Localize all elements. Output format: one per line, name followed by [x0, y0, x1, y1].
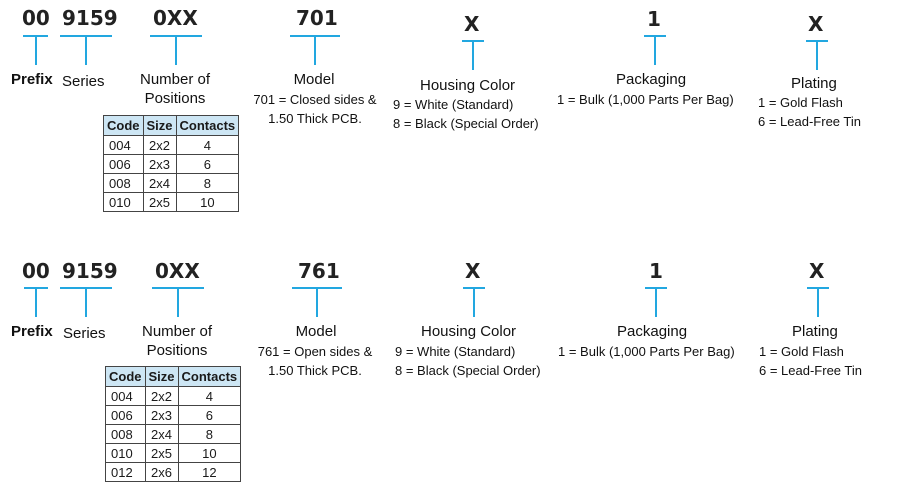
table-cell: 008: [105, 424, 146, 444]
plating-description: 1 = Gold Flash 6 = Lead-Free Tin: [758, 93, 861, 131]
model-desc-line-1: 701 = Closed sides &: [253, 92, 377, 107]
housing-label: Housing Color: [420, 77, 516, 94]
table-cell: 2x4: [144, 424, 179, 444]
table-cell: 006: [103, 154, 144, 174]
positions-code: 0XX: [153, 6, 198, 30]
table-row: 006 2x3 6: [103, 154, 240, 174]
housing-description: 9 = White (Standard) 8 = Black (Special …: [393, 95, 539, 133]
table-row: 004 2x2 4: [105, 386, 242, 406]
table-row: 010 2x5 10: [103, 192, 240, 212]
packaging-description: 1 = Bulk (1,000 Parts Per Bag): [557, 92, 734, 107]
table-cell: 4: [177, 386, 242, 406]
model-label: Model: [293, 71, 335, 88]
table-cell: 4: [175, 135, 240, 155]
table-cell: 2x5: [144, 443, 179, 463]
housing-label: Housing Color: [421, 323, 517, 340]
table-cell: 6: [175, 154, 240, 174]
model-desc-line-1: 761 = Open sides &: [257, 344, 373, 359]
positions-label-line-2: Positions: [146, 342, 208, 359]
packaging-label: Packaging: [617, 323, 688, 340]
table-row: 008 2x4 8: [103, 173, 240, 193]
positions-code: 0XX: [155, 259, 200, 283]
positions-label: Number of Positions: [125, 70, 225, 108]
packaging-description: 1 = Bulk (1,000 Parts Per Bag): [558, 344, 735, 359]
housing-desc-line-2: 8 = Black (Special Order): [393, 116, 539, 131]
packaging-label: Packaging: [616, 71, 687, 88]
table-cell: 6: [177, 405, 242, 425]
positions-label-line-1: Number of: [141, 323, 213, 340]
plating-desc-line-1: 1 = Gold Flash: [759, 344, 844, 359]
packaging-code: 1: [647, 7, 661, 31]
table-cell: 2x4: [142, 173, 177, 193]
prefix-label: Prefix: [11, 71, 53, 88]
positions-table: Code Size Contacts 004 2x2 4 006 2x3 6 0…: [105, 366, 242, 482]
table-header: Contacts: [177, 366, 242, 387]
series-code: 9159: [62, 259, 118, 283]
table-cell: 2x2: [142, 135, 177, 155]
housing-description: 9 = White (Standard) 8 = Black (Special …: [395, 342, 541, 380]
prefix-code: 00: [22, 6, 50, 30]
plating-label: Plating: [791, 75, 837, 92]
prefix-code: 00: [22, 259, 50, 283]
positions-label-line-2: Positions: [144, 90, 206, 107]
table-cell: 008: [103, 173, 144, 193]
plating-label: Plating: [792, 323, 838, 340]
prefix-label: Prefix: [11, 323, 53, 340]
table-cell: 2x3: [142, 154, 177, 174]
plating-desc-line-2: 6 = Lead-Free Tin: [759, 363, 862, 378]
table-cell: 8: [177, 424, 242, 444]
table-row: 012 2x6 12: [105, 462, 242, 482]
table-cell: 2x3: [144, 405, 179, 425]
table-row: 004 2x2 4: [103, 135, 240, 155]
model-label: Model: [295, 323, 337, 340]
housing-desc-line-2: 8 = Black (Special Order): [395, 363, 541, 378]
plating-desc-line-2: 6 = Lead-Free Tin: [758, 114, 861, 129]
table-cell: 10: [177, 443, 242, 463]
series-label: Series: [62, 73, 105, 90]
housing-desc-line-1: 9 = White (Standard): [393, 97, 514, 112]
plating-code: X: [808, 12, 824, 36]
positions-label-line-1: Number of: [139, 71, 211, 88]
housing-code: X: [464, 12, 480, 36]
table-cell: 010: [103, 192, 144, 212]
series-code: 9159: [62, 6, 118, 30]
positions-label: Number of Positions: [127, 322, 227, 360]
table-header: Code: [103, 115, 144, 136]
table-row: 008 2x4 8: [105, 424, 242, 444]
plating-description: 1 = Gold Flash 6 = Lead-Free Tin: [759, 342, 862, 380]
model-description: 701 = Closed sides & 1.50 Thick PCB.: [240, 90, 390, 128]
table-cell: 8: [175, 173, 240, 193]
plating-code: X: [809, 259, 825, 283]
table-header-row: Code Size Contacts: [103, 115, 240, 136]
table-row: 010 2x5 10: [105, 443, 242, 463]
table-cell: 004: [103, 135, 144, 155]
table-header: Contacts: [175, 115, 240, 136]
plating-desc-line-1: 1 = Gold Flash: [758, 95, 843, 110]
housing-code: X: [465, 259, 481, 283]
table-cell: 12: [177, 462, 242, 482]
model-desc-line-2: 1.50 Thick PCB.: [268, 363, 362, 378]
table-cell: 012: [105, 462, 146, 482]
table-cell: 2x6: [144, 462, 179, 482]
series-label: Series: [63, 325, 106, 342]
table-cell: 2x5: [142, 192, 177, 212]
table-header: Size: [142, 115, 177, 136]
model-desc-line-2: 1.50 Thick PCB.: [268, 111, 362, 126]
table-cell: 10: [175, 192, 240, 212]
model-description: 761 = Open sides & 1.50 Thick PCB.: [240, 342, 390, 380]
model-code: 761: [298, 259, 340, 283]
table-cell: 010: [105, 443, 146, 463]
table-cell: 004: [105, 386, 146, 406]
positions-table: Code Size Contacts 004 2x2 4 006 2x3 6 0…: [103, 115, 240, 212]
table-header: Code: [105, 366, 146, 387]
packaging-code: 1: [649, 259, 663, 283]
table-cell: 2x2: [144, 386, 179, 406]
table-header: Size: [144, 366, 179, 387]
housing-desc-line-1: 9 = White (Standard): [395, 344, 516, 359]
table-row: 006 2x3 6: [105, 405, 242, 425]
table-header-row: Code Size Contacts: [105, 366, 242, 387]
table-cell: 006: [105, 405, 146, 425]
model-code: 701: [296, 6, 338, 30]
